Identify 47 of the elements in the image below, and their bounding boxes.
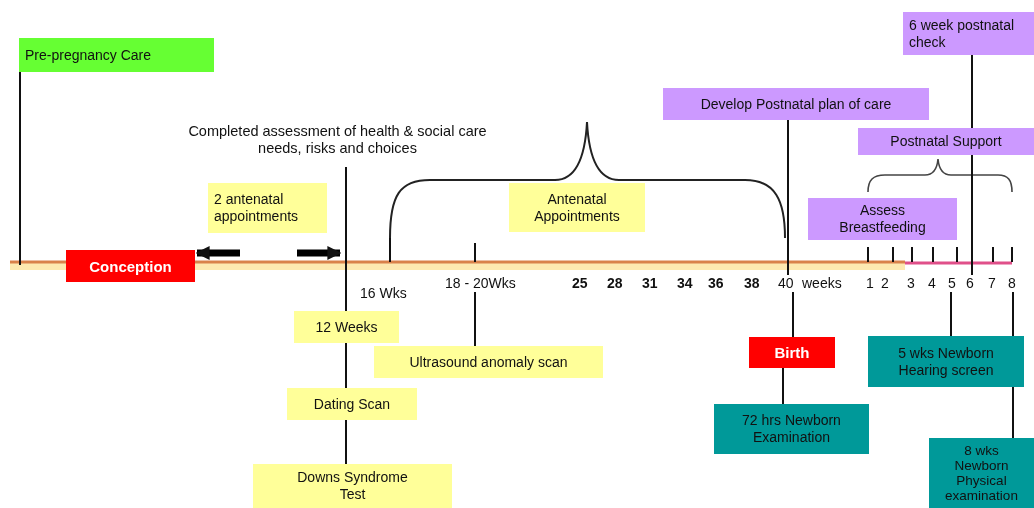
breastfeeding-box: Assess Breastfeeding [808,198,957,240]
leader-line [1012,291,1014,337]
leader-line [345,419,347,465]
tick-label: weeks [802,275,842,291]
tick-label: 34 [677,275,693,291]
tick-label: 25 [572,275,588,291]
event-box: Birth [749,337,835,368]
leader-line [345,166,347,312]
event-box: Conception [66,250,195,282]
screening-box: 5 wks Newborn Hearing screen [868,336,1024,387]
scan-box: Ultrasound anomaly scan [374,346,603,378]
tick-label: 3 [907,275,915,291]
leader-line [787,119,789,276]
tick-label: 31 [642,275,658,291]
tick-label: 8 [1008,275,1020,292]
plan-box: Develop Postnatal plan of care [663,88,929,120]
examination-box: 8 wks Newborn Physical examination [929,438,1034,508]
tick-label: 2 [881,275,889,291]
tick-label: 36 [708,275,724,291]
tick-label: 7 [988,275,996,291]
test-box: Downs Syndrome Test [253,464,452,508]
leader-line [345,342,347,389]
tick-label: 18 - 20Wks [445,275,537,292]
leader-line [971,54,973,276]
check-box: 6 week postnatal check [903,12,1034,55]
leader-line [474,291,476,347]
appointments-box: 2 antenatal appointments [208,183,327,233]
scan-box: Dating Scan [287,388,417,420]
leader-line [1012,386,1014,439]
assessment-text: Completed assessment of health & social care needs, risks and choices [175,118,500,162]
care-box: Pre-pregnancy Care [19,38,214,72]
leader-line [19,71,21,266]
milestone-box: 12 Weeks [294,311,399,343]
tick-label: 5 [948,275,960,292]
support-box: Postnatal Support [858,128,1034,155]
appointments-box: Antenatal Appointments [509,183,645,232]
tick-label: 4 [928,275,936,291]
tick-label: 6 [966,275,978,292]
tick-label: 16 Wks [360,285,407,301]
examination-box: 72 hrs Newborn Examination [714,404,869,454]
tick-label: 40 [778,275,798,292]
tick-label: 38 [744,275,760,291]
tick-label: 28 [607,275,623,291]
tick-label: 1 [866,275,874,291]
leader-line [792,291,794,338]
leader-line [782,367,784,405]
leader-line [950,291,952,337]
